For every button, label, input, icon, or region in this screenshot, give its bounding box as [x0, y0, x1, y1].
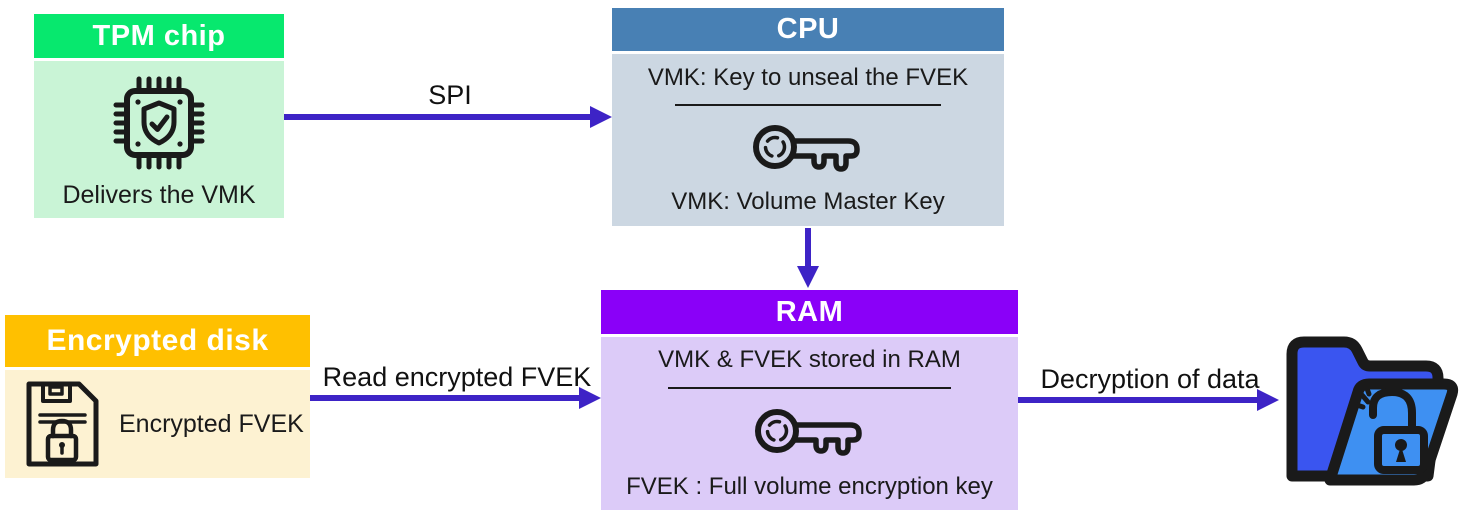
encrypted-disk-header: Encrypted disk: [5, 315, 310, 367]
ram-line1: VMK & FVEK stored in RAM: [658, 346, 961, 373]
cpu-line2: VMK: Volume Master Key: [671, 188, 945, 215]
cpu-box: CPU VMK: Key to unseal the FVEK VMK: Vol…: [612, 8, 1004, 226]
decrypt-arrow-head: [1257, 389, 1279, 411]
ram-line2: FVEK : Full volume encryption key: [626, 473, 993, 500]
ram-divider: [667, 387, 952, 389]
unlocked-folder-icon: [1278, 318, 1460, 492]
spi-arrow-label: SPI: [428, 80, 472, 110]
encrypted-disk-caption: Encrypted FVEK: [119, 409, 304, 438]
key-icon: [749, 118, 867, 176]
decrypt-arrow-line: [1018, 397, 1260, 403]
read-fvek-arrow-label: Read encrypted FVEK: [322, 362, 592, 392]
cpu-line1: VMK: Key to unseal the FVEK: [647, 64, 969, 91]
cpu-to-ram-arrow-head: [797, 266, 819, 288]
read-fvek-arrow-head: [579, 387, 601, 409]
cpu-body: VMK: Key to unseal the FVEK VMK: Volume …: [612, 54, 1004, 226]
key-icon: [751, 402, 869, 460]
ram-body: VMK & FVEK stored in RAM FVEK : Full vol…: [601, 337, 1018, 510]
encrypted-disk-body: Encrypted FVEK: [5, 370, 310, 478]
cpu-header: CPU: [612, 8, 1004, 51]
tpm-chip-box: TPM chip: [34, 14, 284, 218]
cpu-divider: [675, 104, 941, 106]
decrypt-arrow-label: Decryption of data: [1040, 364, 1260, 394]
read-fvek-arrow-line: [310, 395, 582, 401]
cpu-to-ram-arrow-line: [805, 228, 811, 270]
tpm-caption: Delivers the VMK: [62, 181, 256, 209]
ram-header: RAM: [601, 290, 1018, 334]
ram-box: RAM VMK & FVEK stored in RAM FVEK : Full…: [601, 290, 1018, 510]
encrypted-disk-box: Encrypted disk: [5, 315, 310, 478]
tpm-chip-body: Delivers the VMK: [34, 61, 284, 218]
spi-arrow-line: [284, 114, 592, 120]
tpm-chip-header: TPM chip: [34, 14, 284, 58]
floppy-lock-icon: [23, 378, 101, 470]
chip-shield-icon: [109, 73, 209, 173]
spi-arrow-head: [590, 106, 612, 128]
